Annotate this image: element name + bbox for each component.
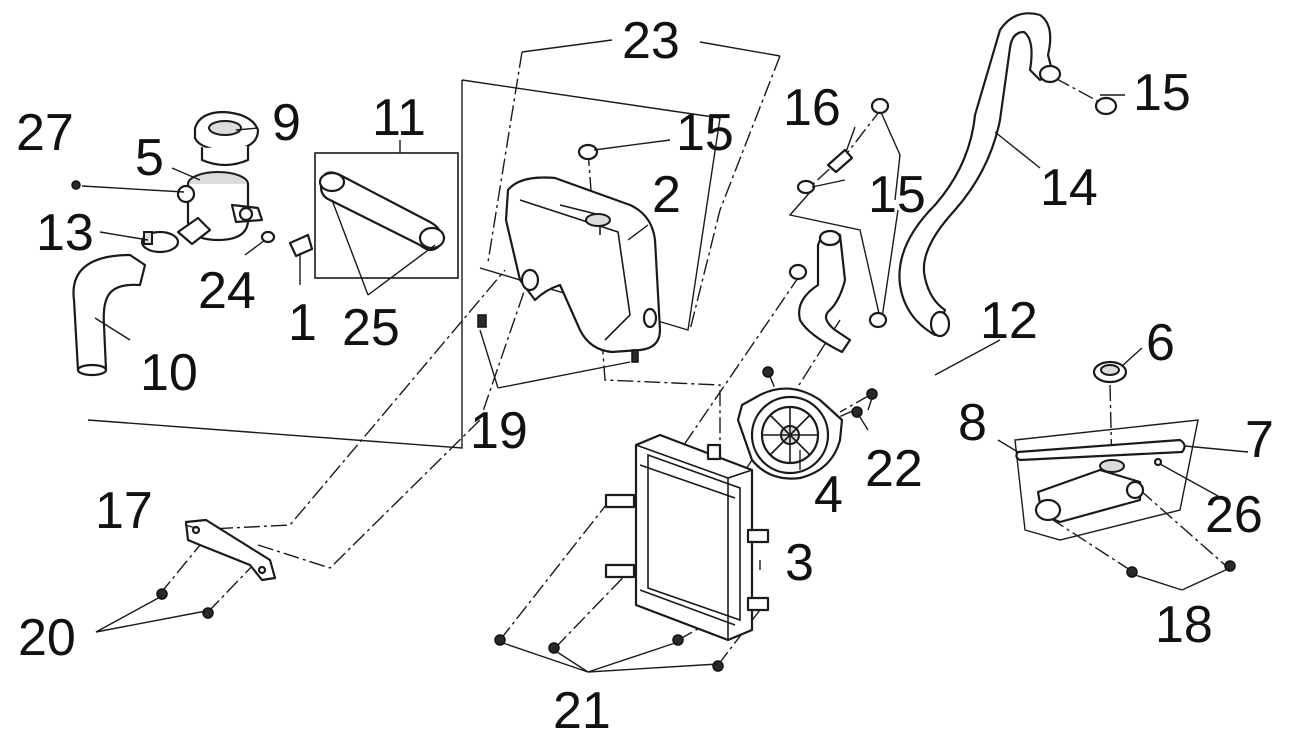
callout-14: 14 [1040,159,1098,217]
callout-15-middle: 15 [868,166,926,224]
clamp-15-low [868,311,888,329]
thermostat-housing [176,171,264,246]
callout-6: 6 [1146,314,1175,372]
grommet-19a [477,314,487,328]
callout-18: 18 [1155,596,1213,654]
callout-1: 1 [288,294,317,352]
nut-22b [866,388,878,400]
bypass-hose-box [314,152,459,279]
callout-10: 10 [140,344,198,402]
nut-21b [548,642,560,654]
nut-21d [712,660,724,672]
radiator-3 [604,433,770,642]
bolt-20a [156,588,168,600]
callout-25: 25 [342,299,400,357]
callout-15-tank: 15 [676,104,734,162]
callout-5: 5 [135,129,164,187]
callout-13: 13 [36,204,94,262]
clamp-15-right [1094,96,1118,116]
callout-numbers: 1 2 3 4 5 6 7 8 9 10 11 12 13 14 15 15 1… [16,12,1274,740]
callout-22: 22 [865,440,923,498]
mounting-bracket-17 [184,518,277,582]
clamp-15-mid [788,263,808,281]
callout-8: 8 [958,394,987,452]
callout-24: 24 [198,262,256,320]
lower-radiator-hose [72,253,147,377]
callout-17: 17 [95,482,153,540]
callout-3: 3 [785,534,814,592]
reserve-cap-6 [1092,360,1128,384]
reservoir-tank [504,176,662,354]
nut-22c [851,406,863,418]
callout-12: 12 [980,292,1038,350]
o-ring-and-pipe [260,230,314,258]
hose-clamp-13 [140,230,180,254]
bolt-27 [71,180,81,190]
cooling-fan-4 [736,387,844,480]
callout-16: 16 [783,79,841,137]
nut-22a [762,366,774,378]
long-hose-14 [898,12,1062,338]
callout-7: 7 [1245,411,1274,469]
callout-leaders [81,94,1249,673]
callout-11: 11 [372,89,426,147]
grommet-19b [631,349,639,363]
upper-hose-12 [798,229,852,354]
callout-27: 27 [16,104,74,162]
callout-20: 20 [18,609,76,667]
callout-19: 19 [470,402,528,460]
clamp-15-tank [577,143,599,161]
connector-16 [826,148,854,174]
clamp-15-upper [796,179,816,195]
callout-4: 4 [814,466,843,524]
callout-15-right: 15 [1133,64,1191,122]
reserve-tank-assembly [1015,438,1186,524]
clamp-15-top [870,97,890,115]
callout-26: 26 [1205,486,1263,544]
callout-21: 21 [553,682,611,740]
bolt-20b [202,607,214,619]
callout-23: 23 [622,12,680,70]
callout-2: 2 [652,166,681,224]
filler-cap-9 [193,110,260,167]
callout-9: 9 [272,94,301,152]
